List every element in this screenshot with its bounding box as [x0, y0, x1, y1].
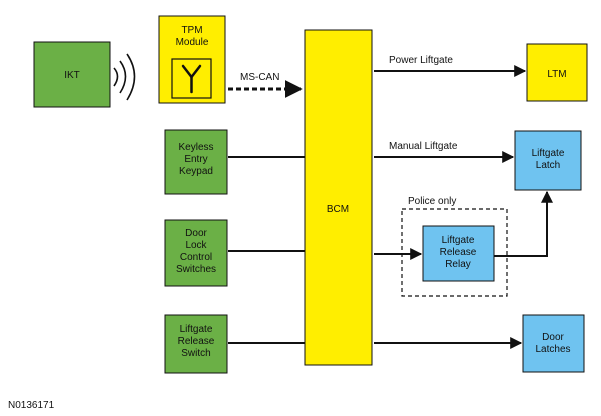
- wireless-signal-icon: [113, 53, 136, 101]
- ltm-label: LTM: [547, 69, 566, 80]
- bcm-label: BCM: [327, 204, 349, 215]
- police-only-group: [401, 208, 508, 297]
- label-line: Door: [185, 228, 207, 239]
- manual-liftgate-label: Manual Liftgate: [389, 141, 458, 152]
- label-line: Control: [180, 252, 212, 263]
- ltm-box: [526, 43, 588, 102]
- label-line: TPM: [181, 25, 202, 36]
- label-line: Liftgate: [180, 324, 213, 335]
- label-line: Keypad: [179, 166, 213, 177]
- connections: [228, 65, 553, 349]
- liftgate-latch-box: [514, 130, 582, 191]
- label-line: Liftgate: [442, 235, 475, 246]
- antenna-icon: [171, 58, 212, 99]
- power-liftgate-label: Power Liftgate: [389, 55, 453, 66]
- label-line: Switch: [181, 348, 210, 359]
- label-line: IKT: [64, 70, 80, 81]
- police-only-label: Police only: [408, 196, 456, 207]
- label-line: Switches: [176, 264, 216, 275]
- label-line: Lock: [185, 240, 207, 251]
- ikt-box: [33, 41, 111, 108]
- label-line: Keyless: [178, 142, 213, 153]
- label-line: Release: [440, 247, 477, 258]
- figure-reference: N0136171: [8, 400, 55, 411]
- label-line: Liftgate: [532, 148, 565, 159]
- label-line: Latch: [536, 160, 560, 171]
- relay-to-liftgate-latch: [494, 190, 553, 257]
- label-line: LTM: [547, 69, 566, 80]
- label-line: Latches: [535, 344, 570, 355]
- keyless-entry-keypad-box: [164, 129, 228, 195]
- label-line: Door: [542, 332, 564, 343]
- ikt-label: IKT: [64, 70, 80, 81]
- ms-can-label: MS-CAN: [240, 72, 279, 83]
- label-line: Entry: [184, 154, 207, 165]
- label-line: Relay: [445, 259, 471, 270]
- bcm-box: [304, 29, 373, 366]
- label-line: BCM: [327, 204, 349, 215]
- liftgate-release-switch-box: [164, 314, 228, 374]
- label-line: Module: [176, 37, 209, 48]
- liftgate-release-relay-box: [422, 225, 495, 282]
- nodes: [33, 15, 588, 374]
- door-latches-box: [522, 314, 585, 373]
- label-line: Release: [178, 336, 215, 347]
- door-lock-control-switches-box: [164, 219, 228, 287]
